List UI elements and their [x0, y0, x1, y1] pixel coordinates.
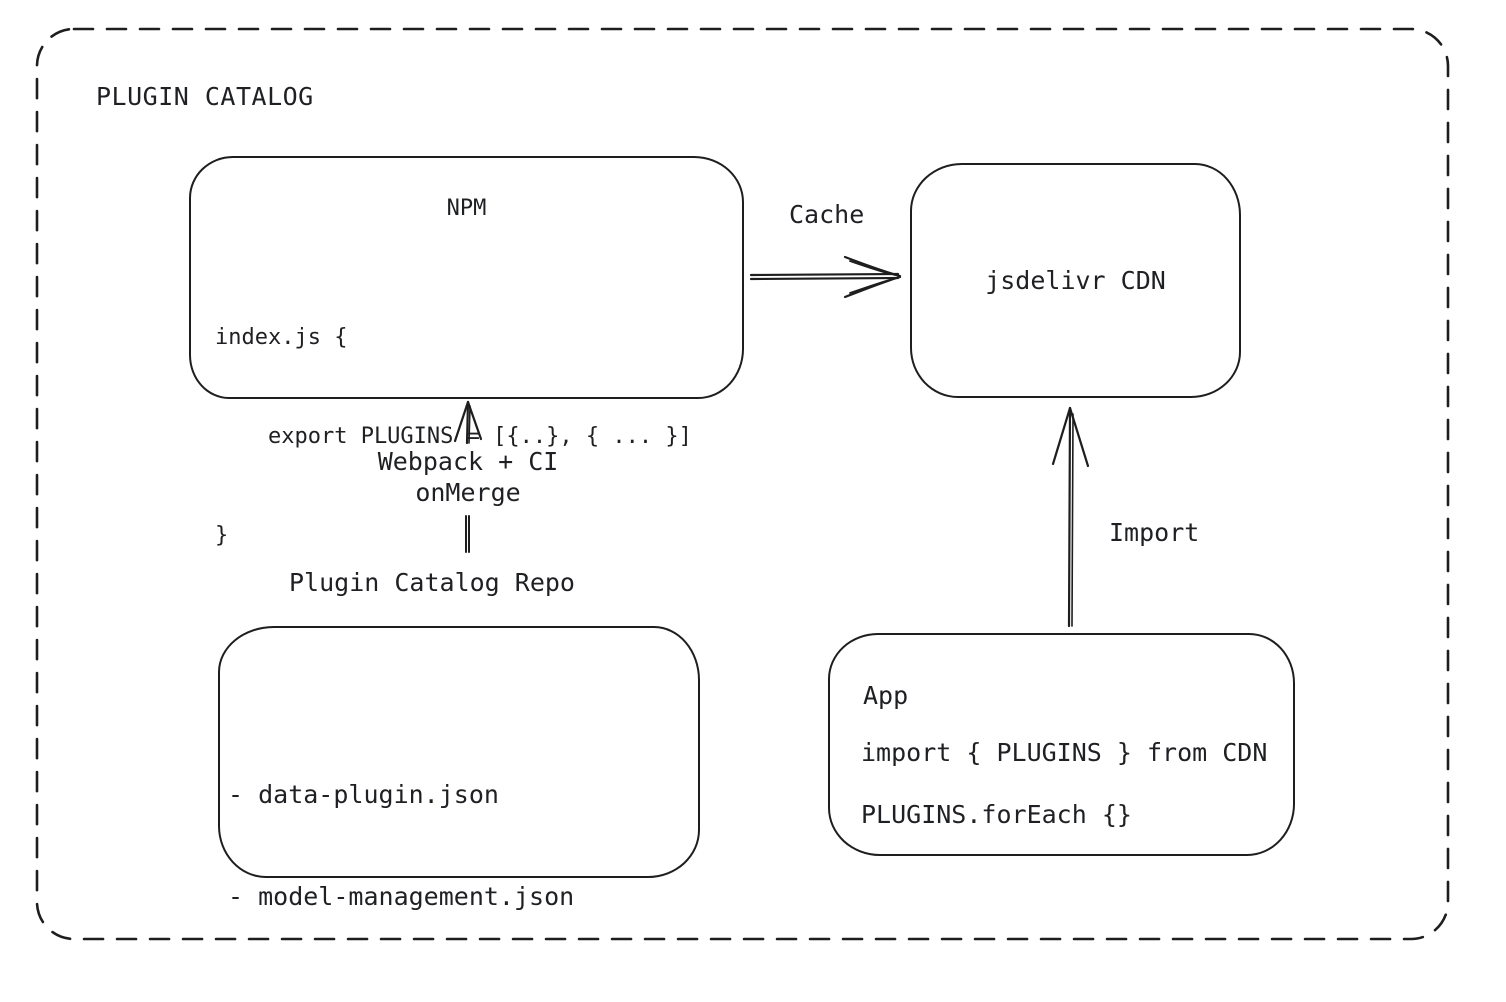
- app-code-line: import { PLUGINS } from CDN: [861, 738, 1268, 767]
- npm-code-line: index.js {: [215, 325, 348, 350]
- webpack-arrow-label-line1: Webpack + CI: [377, 447, 559, 476]
- webpack-arrow-icon: [453, 400, 483, 445]
- repo-file-item: ...: [228, 984, 274, 1002]
- diagram-title: PLUGIN CATALOG: [96, 82, 314, 111]
- cache-arrow-label: Cache: [789, 200, 865, 229]
- webpack-arrow-connector-icon: [465, 515, 470, 553]
- repo-node: - data-plugin.json - model-management.js…: [218, 626, 700, 1002]
- import-arrow-label: Import: [1109, 518, 1200, 547]
- npm-code-block: index.js { export PLUGINS = [{..}, { ...…: [215, 255, 692, 618]
- repo-file-item: - data-plugin.json: [228, 780, 499, 809]
- app-node: App import { PLUGINS } from CDN PLUGINS.…: [828, 633, 1295, 856]
- npm-code-line: export PLUGINS = [{..}, { ... }]: [215, 424, 692, 449]
- repo-file-item: - model-management.json: [228, 882, 575, 911]
- npm-code-line: }: [215, 523, 229, 548]
- webpack-arrow-label-line2: onMerge: [415, 478, 521, 507]
- webpack-arrow-label: Webpack + CI onMerge: [318, 446, 618, 508]
- cache-arrow-icon: [749, 255, 902, 299]
- npm-node: NPM index.js { export PLUGINS = [{..}, {…: [189, 156, 744, 548]
- import-arrow-icon: [1051, 406, 1090, 628]
- plugin-catalog-boundary: [35, 27, 1450, 941]
- repo-file-list: - data-plugin.json - model-management.js…: [228, 710, 574, 1002]
- app-code-line: PLUGINS.forEach {}: [861, 800, 1132, 829]
- cdn-node-title: jsdelivr CDN: [985, 266, 1166, 295]
- app-node-title: App: [863, 681, 909, 710]
- cdn-node: jsdelivr CDN: [910, 163, 1241, 398]
- npm-node-title: NPM: [446, 196, 487, 221]
- repo-node-title: Plugin Catalog Repo: [289, 568, 575, 597]
